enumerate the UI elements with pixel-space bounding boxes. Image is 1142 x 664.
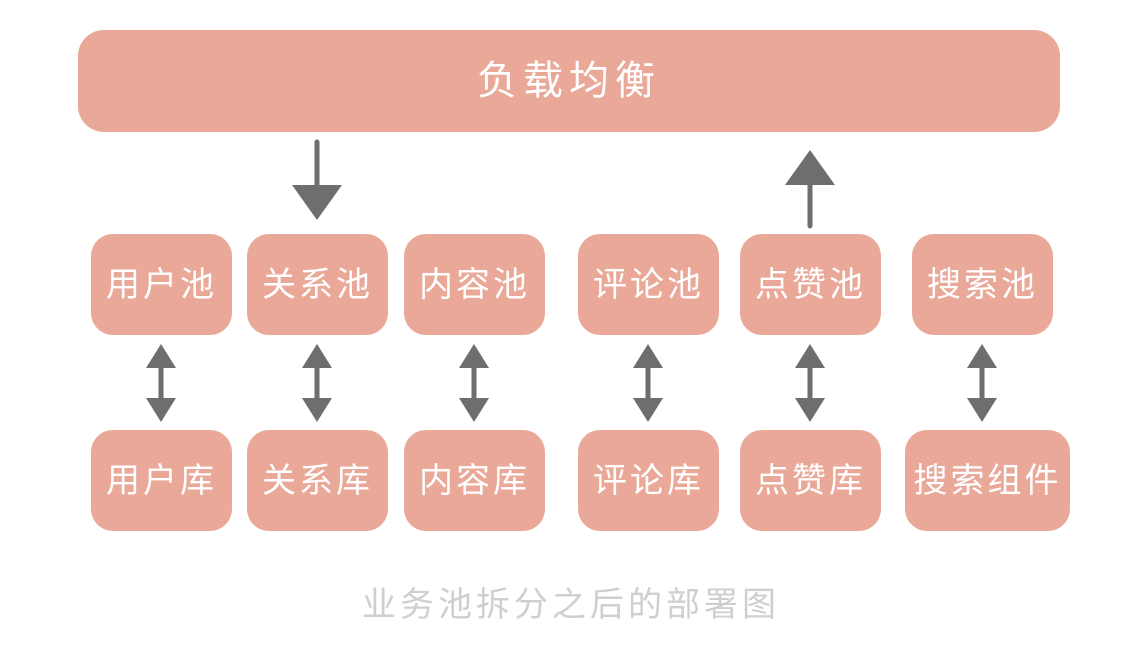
arrow-search-pool-search-component bbox=[967, 344, 997, 422]
node-comment-pool-label: 评论池 bbox=[593, 265, 704, 304]
node-user-pool[interactable]: 用户池 bbox=[91, 234, 232, 335]
node-search-component-label: 搜索组件 bbox=[913, 461, 1062, 500]
node-content-store-label: 内容库 bbox=[419, 461, 530, 500]
arrow-like-pool-like-store bbox=[795, 344, 825, 422]
node-user-pool-label: 用户池 bbox=[106, 265, 217, 304]
arrow-comment-pool-comment-store bbox=[633, 344, 663, 422]
node-relation-store[interactable]: 关系库 bbox=[247, 430, 388, 531]
load-balancer-bar[interactable]: 负载均衡 bbox=[78, 30, 1060, 132]
arrow-loadbalancer-to-user-pool bbox=[292, 139, 342, 220]
node-like-store-label: 点赞库 bbox=[755, 461, 866, 500]
node-like-pool-label: 点赞池 bbox=[755, 265, 866, 304]
node-user-store[interactable]: 用户库 bbox=[91, 430, 232, 531]
node-relation-pool[interactable]: 关系池 bbox=[247, 234, 388, 335]
node-like-store[interactable]: 点赞库 bbox=[740, 430, 881, 531]
node-comment-store-label: 评论库 bbox=[593, 461, 704, 500]
node-search-pool-label: 搜索池 bbox=[927, 265, 1038, 304]
node-comment-store[interactable]: 评论库 bbox=[578, 430, 719, 531]
arrow-user-pool-user-store bbox=[146, 344, 176, 422]
node-relation-store-label: 关系库 bbox=[262, 461, 373, 500]
arrow-like-pool-to-loadbalancer bbox=[785, 150, 835, 229]
arrow-relation-pool-relation-store bbox=[302, 344, 332, 422]
node-content-store[interactable]: 内容库 bbox=[404, 430, 545, 531]
node-content-pool[interactable]: 内容池 bbox=[404, 234, 545, 335]
node-search-component[interactable]: 搜索组件 bbox=[905, 430, 1070, 531]
node-like-pool[interactable]: 点赞池 bbox=[740, 234, 881, 335]
node-user-store-label: 用户库 bbox=[106, 461, 217, 500]
load-balancer-label: 负载均衡 bbox=[477, 59, 661, 103]
node-relation-pool-label: 关系池 bbox=[262, 265, 373, 304]
arrow-content-pool-content-store bbox=[459, 344, 489, 422]
diagram-caption: 业务池拆分之后的部署图 bbox=[362, 586, 780, 624]
node-comment-pool[interactable]: 评论池 bbox=[578, 234, 719, 335]
node-search-pool[interactable]: 搜索池 bbox=[912, 234, 1053, 335]
node-content-pool-label: 内容池 bbox=[419, 265, 530, 304]
